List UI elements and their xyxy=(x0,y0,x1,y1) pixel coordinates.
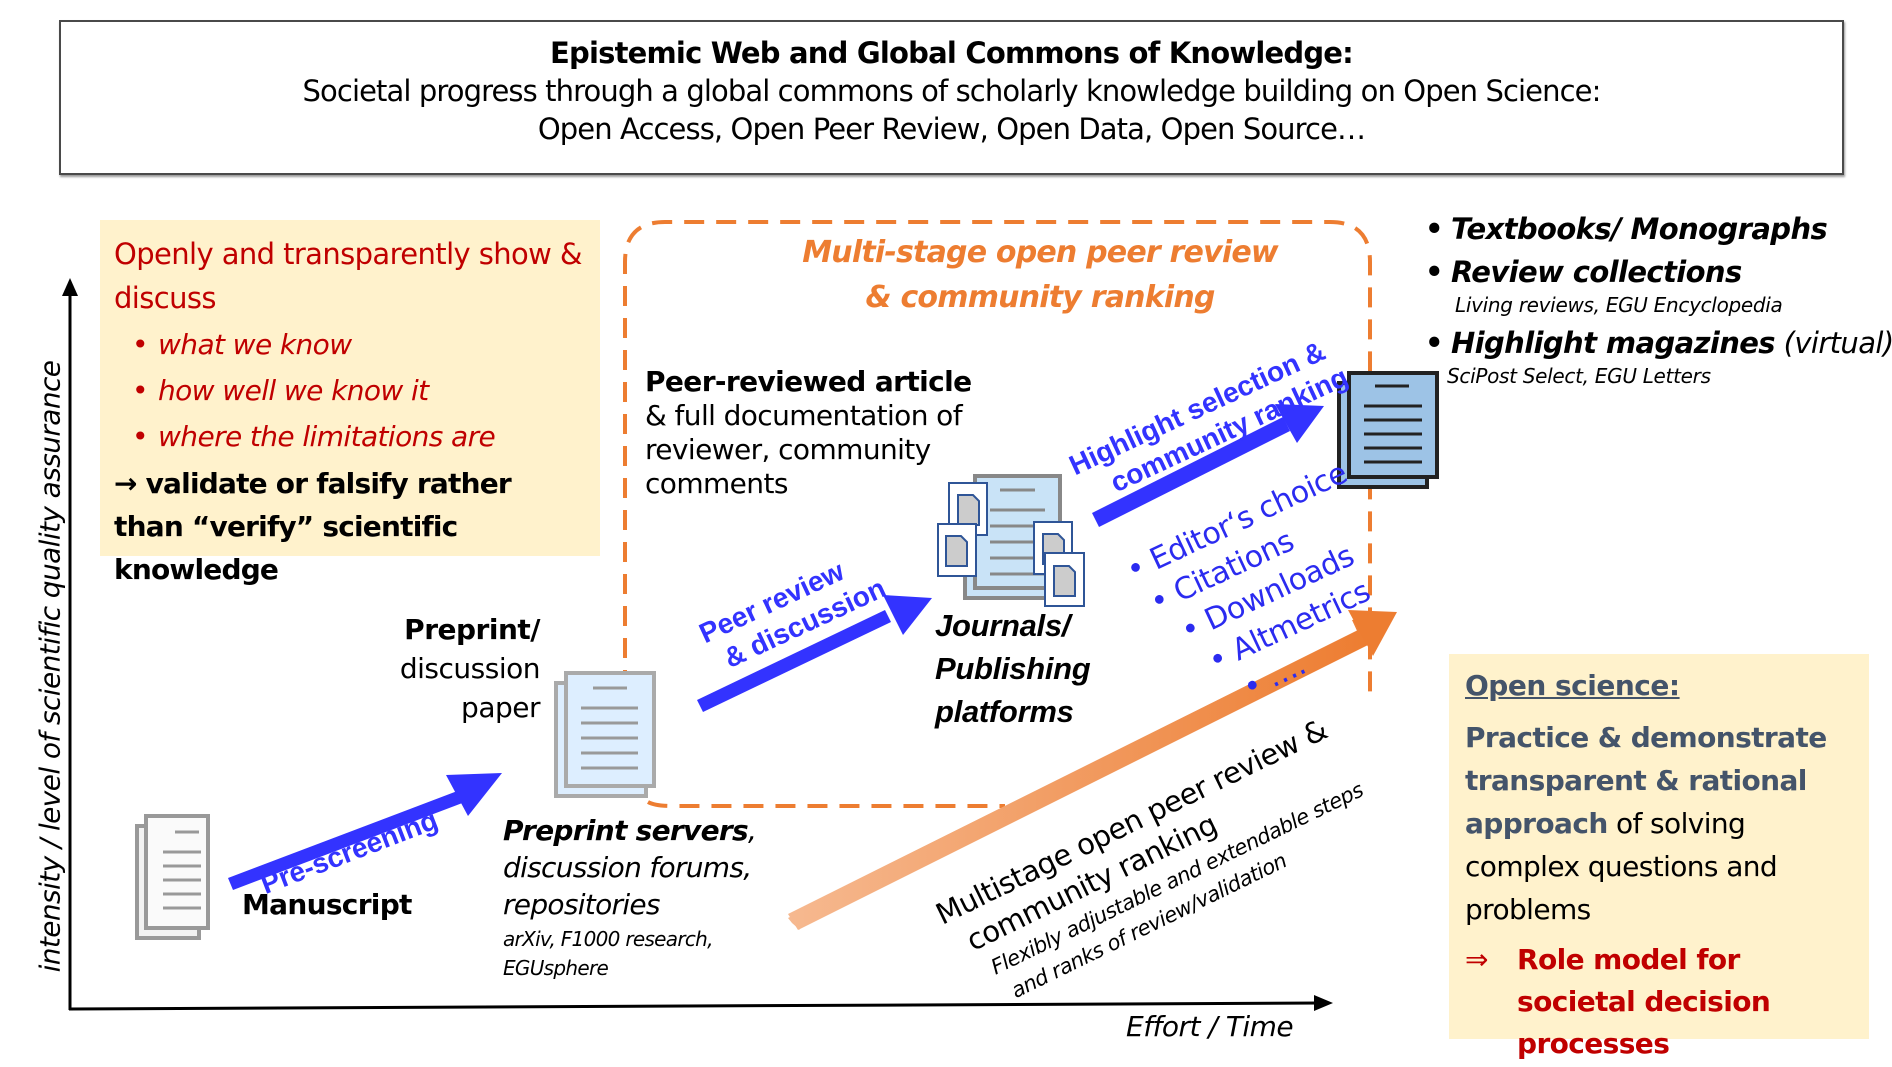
header-open-items: Open Access, Open Peer Review, Open Data… xyxy=(537,112,1366,146)
highlight-arrow xyxy=(1092,404,1324,527)
journals-document-cluster-icon xyxy=(937,474,1085,607)
multistage-dashed-box-bottom xyxy=(647,800,1005,808)
servers-line2: discussion forums, xyxy=(503,851,752,884)
peer-reviewed-title: Peer-reviewed article xyxy=(645,365,972,398)
x-axis-label: Effort / Time xyxy=(1126,1010,1294,1043)
peer-reviewed-desc: & full documentation of reviewer, commun… xyxy=(645,399,963,500)
role-model-statement: ⇒ Role model for societal decision proce… xyxy=(1465,939,1853,1065)
transparency-lead: Openly and transparently show & discuss xyxy=(114,237,583,315)
y-axis-label: intensity / level of scientific quality … xyxy=(33,360,67,973)
output-document-icon xyxy=(1337,371,1439,489)
open-science-box: Open science: Practice & demonstrate tra… xyxy=(1449,654,1869,1060)
journals-label-line3: platforms xyxy=(935,694,1074,729)
transparency-bullets: what we know how well we know it where t… xyxy=(114,322,586,460)
header-box: Epistemic Web and Global Commons of Know… xyxy=(59,20,1844,175)
peer-review-arrow xyxy=(697,595,932,712)
manuscript-label: Manuscript xyxy=(242,888,412,921)
manuscript-document-icon xyxy=(135,814,210,940)
open-science-body-rest: of solving complex questions and problem… xyxy=(1465,807,1778,926)
transparency-bullet: how well we know it xyxy=(132,368,586,414)
preprint-label-line3: paper xyxy=(461,691,540,724)
header-title: Epistemic Web and Global Commons of Know… xyxy=(550,36,1354,70)
servers-comma: , xyxy=(747,814,757,847)
transparency-bullet: what we know xyxy=(132,322,586,368)
preprint-label-line2: discussion xyxy=(399,652,541,685)
journals-label: Journals/ Publishing platforms xyxy=(935,604,1091,733)
open-science-body-bold: Practice & demonstrate transparent & rat… xyxy=(1465,721,1827,840)
transparency-box: Openly and transparently show & discuss … xyxy=(100,220,600,586)
multistage-box-title: Multi-stage open peer review & community… xyxy=(700,230,1380,320)
highlight-magazines-virtual: (virtual) xyxy=(1774,326,1892,360)
output-item-textbooks: Textbooks/ Monographs xyxy=(1425,208,1892,251)
preprint-label: Preprint/ discussion paper xyxy=(370,610,541,727)
preprint-servers-label: Preprint servers, discussion forums, rep… xyxy=(503,812,757,983)
multistage-title-line1: Multi-stage open peer review xyxy=(802,235,1278,270)
preprint-document-icon xyxy=(554,671,656,798)
transparency-conclusion: → validate or falsify rather than “verif… xyxy=(114,467,512,586)
y-axis xyxy=(62,278,78,1010)
implies-arrow-icon: ⇒ xyxy=(1465,943,1488,976)
servers-line3: repositories xyxy=(503,888,661,921)
output-item-review-collections: Review collections xyxy=(1425,251,1892,294)
transparency-bullet: where the limitations are xyxy=(132,414,586,460)
servers-bold: Preprint servers xyxy=(503,814,749,847)
outputs-list: Textbooks/ Monographs Review collections… xyxy=(1425,208,1892,393)
header-subtitle: Societal progress through a global commo… xyxy=(302,74,1602,108)
multistage-title-line2: & community ranking xyxy=(865,280,1215,315)
highlight-magazines-bold: Highlight magazines xyxy=(1451,326,1776,360)
prescreening-arrow xyxy=(228,773,502,890)
preprint-label-bold: Preprint/ xyxy=(404,613,540,646)
journals-label-line1: Journals/ xyxy=(935,608,1071,643)
role-model-text: Role model for societal decision process… xyxy=(1517,943,1771,1060)
output-item-highlight-magazines: Highlight magazines (virtual) xyxy=(1425,322,1892,365)
x-axis xyxy=(68,995,1333,1011)
output-review-collections-examples: Living reviews, EGU Encyclopedia xyxy=(1455,293,1783,317)
open-science-body: Practice & demonstrate transparent & rat… xyxy=(1465,716,1853,931)
open-science-heading: Open science: xyxy=(1465,669,1680,702)
servers-examples-line1: arXiv, F1000 research, xyxy=(503,927,713,951)
multistage-arrow xyxy=(788,610,1397,930)
output-highlight-magazines-examples: SciPost Select, EGU Letters xyxy=(1447,364,1711,388)
journals-label-line2: Publishing xyxy=(935,651,1091,686)
peer-reviewed-article-text: Peer-reviewed article & full documentati… xyxy=(645,365,1005,501)
servers-examples-line2: EGUsphere xyxy=(503,956,609,980)
